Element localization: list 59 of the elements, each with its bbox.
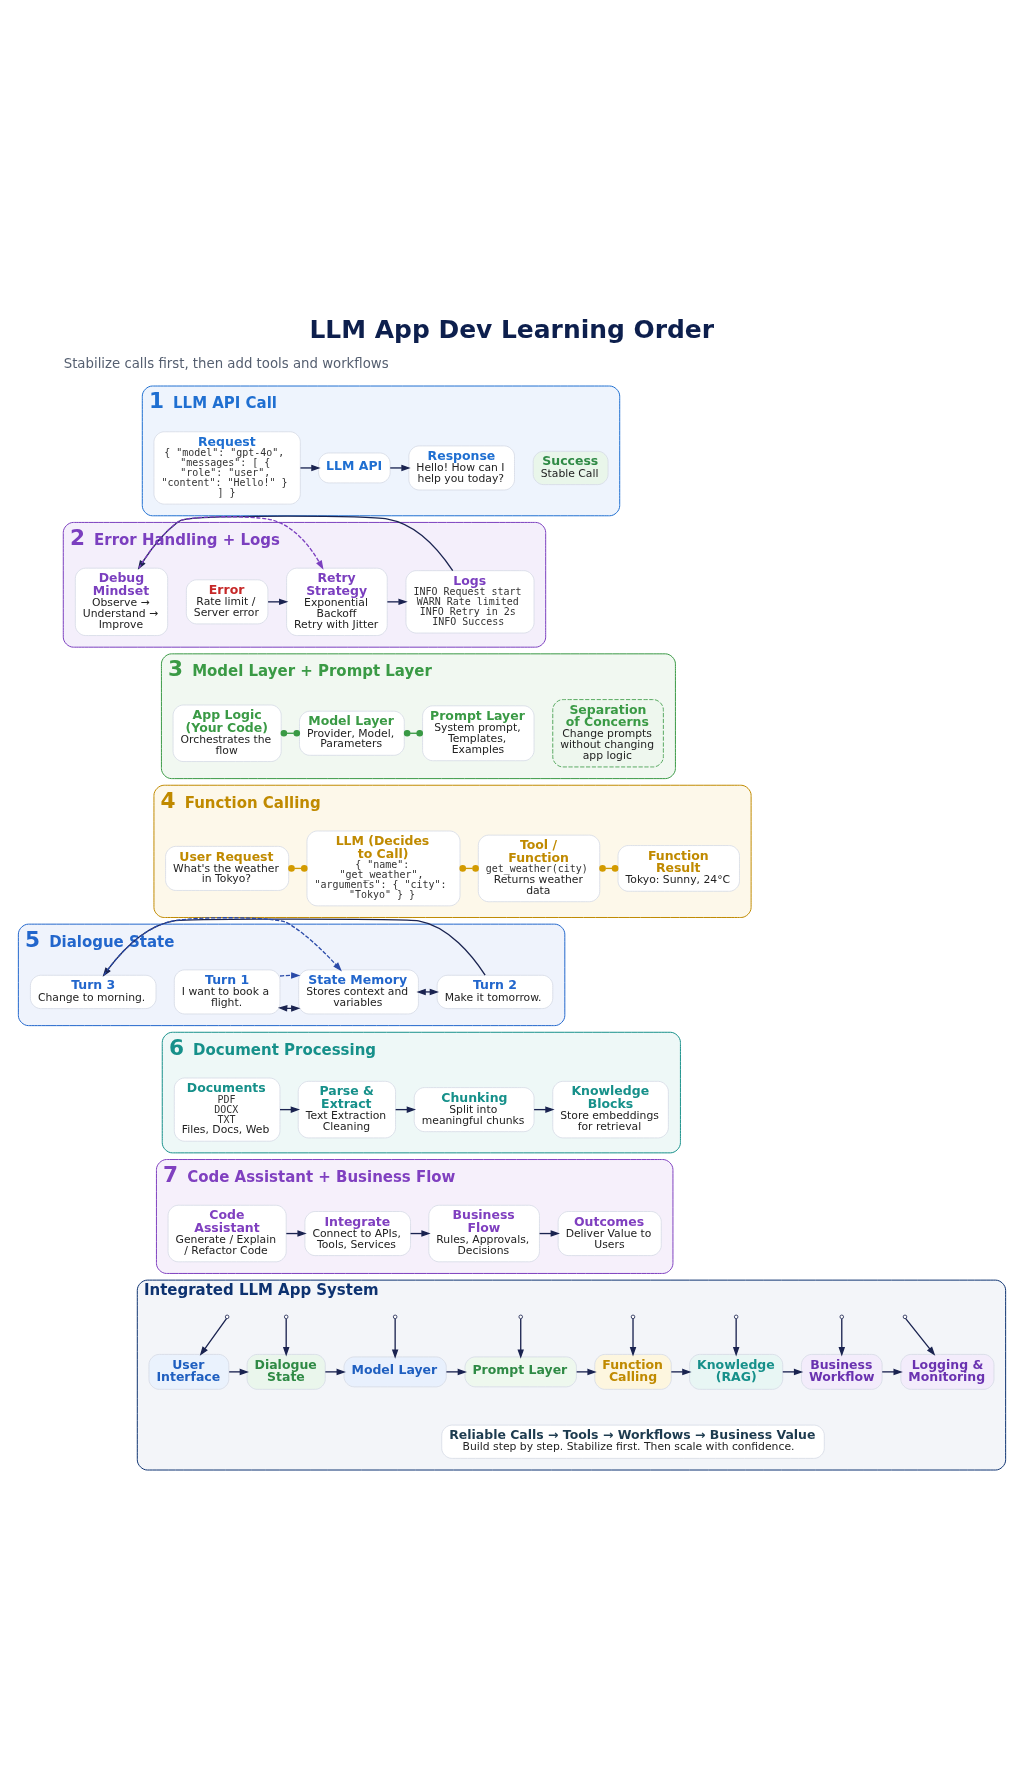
node-box: App Logic (Your Code) Orchestrates the flow <box>172 704 282 762</box>
node-box: LLM API <box>318 452 391 484</box>
arrow <box>881 1368 903 1376</box>
node-box: Request { "model": "gpt-4o", "messages": [ { "role": "user", "content": "Hello!" } ] } <box>153 431 301 505</box>
arrow <box>838 1318 846 1357</box>
arrow <box>391 1318 399 1359</box>
node-box: User Request What's the weather in Tokyo? <box>165 845 290 891</box>
arrow <box>386 598 408 606</box>
node-box: Business Flow Rules, Approvals, Decisions <box>428 1204 540 1263</box>
node-box: Code Assistant Generate / Explain / Refactor Code <box>167 1204 287 1263</box>
label: Stabilize calls first, then add tools and workflows <box>63 355 389 371</box>
node-box: Function Calling <box>594 1354 672 1390</box>
arrow <box>199 1317 228 1356</box>
node-box: Logging & Monitoring <box>900 1354 995 1390</box>
arrow <box>905 1317 936 1356</box>
node-box: Outcomes Deliver Value to Users <box>557 1211 662 1256</box>
node-box: Prompt Layer <box>464 1356 577 1388</box>
node-box: Debug Mindset Observe → Understand → Improve <box>74 567 169 636</box>
arrow <box>324 1368 346 1376</box>
node-box: Function Result Tokyo: Sunny, 24°C <box>617 845 740 892</box>
node-box: Chunking Split into meaningful chunks <box>413 1087 535 1133</box>
arrow <box>445 1368 467 1376</box>
node-box: LLM (Decides to Call) { "name": "get_weather", "arguments": { "city": "Tokyo" } } <box>306 830 461 907</box>
arrow <box>282 1318 290 1357</box>
node-box: Reliable Calls → Tools → Workflows → Business Value Build step by step. Stabilize first. Then scale with confidence. <box>441 1424 825 1459</box>
node-box: Integrate Connect to APIs, Tools, Services <box>304 1211 411 1256</box>
node-box: Logs INFO Request start WARN Rate limited INFO Retry in 2s INFO Success <box>405 570 535 634</box>
arrow <box>299 464 321 472</box>
arrow <box>389 464 411 472</box>
diagram-title: LLM App Dev Learning Order <box>309 314 715 344</box>
node-box: Model Layer <box>343 1356 447 1388</box>
arrow <box>517 1318 524 1359</box>
arrow <box>416 988 439 996</box>
arrow <box>267 598 289 606</box>
arrow <box>670 1368 692 1376</box>
node-box: Turn 2 Make it tomorrow. <box>436 974 554 1009</box>
node-box: Turn 3 Change to morning. <box>30 974 157 1009</box>
node-box: Response Hello! How can I help you today? <box>408 445 515 491</box>
arrow <box>228 1368 249 1376</box>
node-box: User Interface <box>148 1354 230 1390</box>
node-box: Separation of Concerns Change prompts without changing app logic <box>552 699 664 768</box>
node-box: Turn 1 I want to book a flight. <box>173 969 281 1015</box>
node-box: Documents PDF DOCX TXT Files, Docs, Web <box>173 1077 281 1142</box>
node-box: State Memory Stores context and variables <box>298 969 419 1015</box>
node-box: Parse & Extract Text Extraction Cleaning <box>297 1080 396 1139</box>
node-box: Dialogue State <box>246 1354 326 1390</box>
node-box: Knowledge (RAG) <box>689 1354 784 1390</box>
node-box: Knowledge Blocks Store embeddings for retrieval <box>552 1080 669 1139</box>
node-box: Prompt Layer System prompt, Templates, Examples <box>422 705 535 762</box>
node-box: Model Layer Provider, Model, Parameters <box>299 710 405 756</box>
node-box: Retry Strategy Exponential Backoff Retry with Jitter <box>286 567 388 636</box>
arrow <box>732 1318 740 1357</box>
arrow <box>629 1318 637 1357</box>
node-box: Business Workflow <box>801 1354 883 1390</box>
arrow <box>782 1368 804 1376</box>
arrow <box>576 1368 597 1376</box>
arrow <box>279 972 301 979</box>
node-box: Tool / Function get_weather(city) Returns weather data <box>477 834 601 903</box>
node-box: Error Rate limit / Server error <box>185 579 269 625</box>
